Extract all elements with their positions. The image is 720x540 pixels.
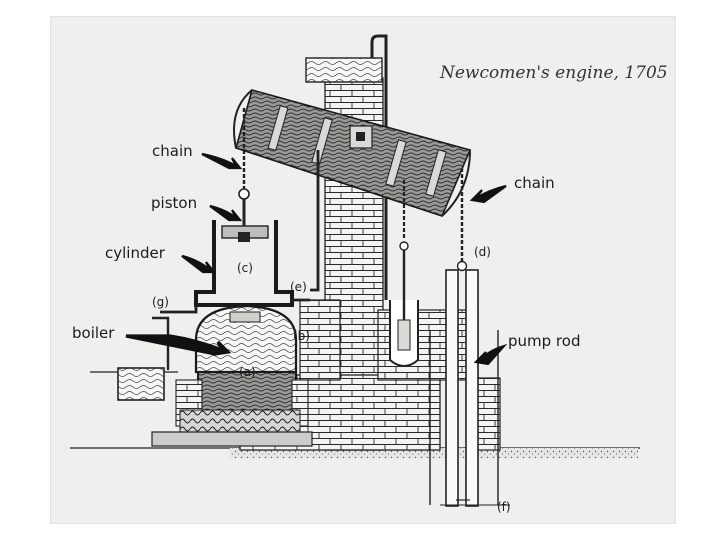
label-chain-right: chain — [514, 174, 555, 192]
label-chain-left: chain — [152, 142, 193, 160]
label-piston: piston — [151, 194, 197, 212]
label-e: (e) — [290, 280, 307, 294]
label-a: (a) — [239, 365, 256, 379]
label-f: (f) — [497, 500, 511, 514]
label-g: (g) — [152, 295, 169, 309]
feed-tank — [90, 367, 178, 401]
pipes — [152, 150, 320, 370]
pointer-arrows — [125, 152, 508, 366]
pump-rod-shaft — [429, 269, 510, 507]
label-cylinder: cylinder — [105, 244, 166, 262]
label-boiler: boiler — [72, 324, 115, 342]
caption: Newcomen's engine, 1705 — [439, 63, 668, 83]
label-c: (c) — [237, 261, 253, 275]
label-b: (b) — [293, 329, 310, 343]
label-d: (d) — [474, 245, 491, 259]
chain-right-drawing — [399, 168, 468, 272]
pump-well — [389, 250, 419, 367]
water-cistern — [305, 34, 388, 300]
boiler-drawing — [151, 304, 313, 447]
label-pump-rod: pump rod — [508, 332, 580, 350]
